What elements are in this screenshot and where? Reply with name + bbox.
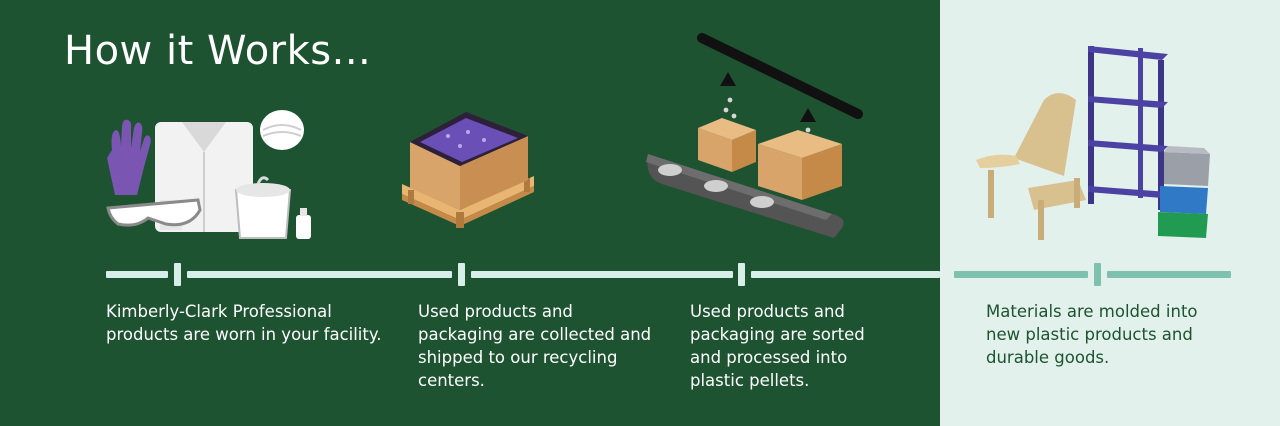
step-3-description: Used products and packaging are sorted a… [690, 302, 865, 390]
timeline-tick [174, 263, 181, 286]
timeline-segment [471, 271, 733, 278]
page-title: How it Works... [64, 28, 372, 74]
timeline-tick [458, 263, 465, 286]
timeline-segment [187, 271, 452, 278]
step-4-description: Materials are molded into new plastic pr… [986, 302, 1198, 367]
timeline-tick [1094, 263, 1101, 286]
timeline-tick [738, 263, 745, 286]
light-mint-panel [940, 0, 1280, 426]
timeline-segment [954, 271, 1088, 278]
timeline-segment [751, 271, 940, 278]
step-1-description: Kimberly-Clark Professional products are… [106, 302, 382, 344]
timeline-segment [1107, 271, 1231, 278]
step-2-description: Used products and packaging are collecte… [418, 302, 652, 390]
timeline-segment [106, 271, 168, 278]
process-timeline [0, 260, 1280, 290]
